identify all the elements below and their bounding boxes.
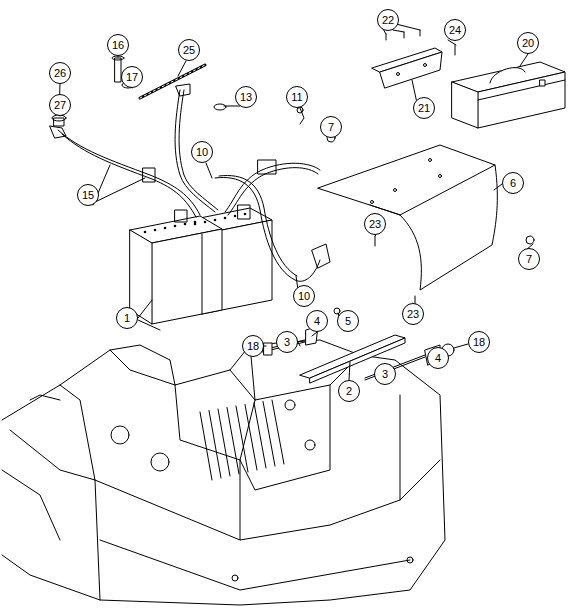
callout-circle: 16 xyxy=(107,34,129,56)
callout-circle: 3 xyxy=(276,331,298,353)
callout-number: 18 xyxy=(473,337,485,348)
callout-circle: 3 xyxy=(374,363,396,385)
callout-circle: 18 xyxy=(242,335,264,357)
callout-number: 24 xyxy=(449,25,461,36)
callout-circle: 21 xyxy=(413,97,435,119)
callout-number: 4 xyxy=(314,316,320,327)
callout-circle: 23 xyxy=(364,213,386,235)
callout-circle: 11 xyxy=(286,86,308,108)
battery-cover xyxy=(318,145,497,290)
callout-circle: 18 xyxy=(468,331,490,353)
callout-number: 10 xyxy=(196,147,208,158)
callout-circle: 24 xyxy=(444,19,466,41)
callout-number: 17 xyxy=(126,72,138,83)
callout-number: 23 xyxy=(407,309,419,320)
callout-circle: 7 xyxy=(518,248,540,270)
callout-circle: 17 xyxy=(121,66,143,88)
callout-circle: 25 xyxy=(178,39,200,61)
callout-circle: 15 xyxy=(77,184,99,206)
callout-circle: 10 xyxy=(191,141,213,163)
callout-circle: 27 xyxy=(49,94,71,116)
callout-circle: 7 xyxy=(320,116,342,138)
callout-circle: 5 xyxy=(337,310,359,332)
callout-number: 11 xyxy=(291,92,302,103)
callout-number: 25 xyxy=(183,45,195,56)
callout-number: 10 xyxy=(298,291,310,302)
callout-circle: 26 xyxy=(49,62,71,84)
callout-number: 20 xyxy=(522,38,534,49)
callout-number: 2 xyxy=(346,386,352,397)
mounting-bracket xyxy=(372,48,442,88)
battery-cables xyxy=(50,84,330,281)
callout-number: 26 xyxy=(54,68,66,79)
callout-number: 5 xyxy=(345,316,351,327)
battery-frame xyxy=(2,340,445,605)
callout-number: 27 xyxy=(54,100,66,111)
callout-number: 22 xyxy=(382,15,394,26)
callout-number: 7 xyxy=(328,122,334,133)
callout-circle: 6 xyxy=(502,172,524,194)
callout-circle: 4 xyxy=(306,310,328,332)
callout-number: 1 xyxy=(124,313,130,324)
callout-circle: 4 xyxy=(427,347,449,369)
callout-circle: 20 xyxy=(517,32,539,54)
callout-number: 21 xyxy=(418,103,430,114)
callout-circle: 23 xyxy=(402,303,424,325)
callout-number: 3 xyxy=(382,369,388,380)
batteries xyxy=(130,208,272,324)
callout-number: 13 xyxy=(240,92,252,103)
callout-number: 18 xyxy=(247,341,259,352)
callout-number: 7 xyxy=(526,254,532,265)
callout-number: 6 xyxy=(510,178,516,189)
callout-number: 23 xyxy=(369,219,381,230)
callout-number: 3 xyxy=(284,337,290,348)
toolbox xyxy=(452,62,565,128)
callout-circle: 10 xyxy=(293,285,315,307)
callout-circle: 2 xyxy=(338,380,360,402)
hold-down-rods xyxy=(262,326,454,383)
callout-circle: 22 xyxy=(377,9,399,31)
callout-circle: 1 xyxy=(116,307,138,329)
callout-number: 4 xyxy=(435,353,441,364)
callout-number: 15 xyxy=(82,190,94,201)
callout-circle: 13 xyxy=(235,86,257,108)
hardware xyxy=(52,30,534,314)
leader-lines xyxy=(59,24,533,380)
callout-number: 16 xyxy=(112,40,124,51)
